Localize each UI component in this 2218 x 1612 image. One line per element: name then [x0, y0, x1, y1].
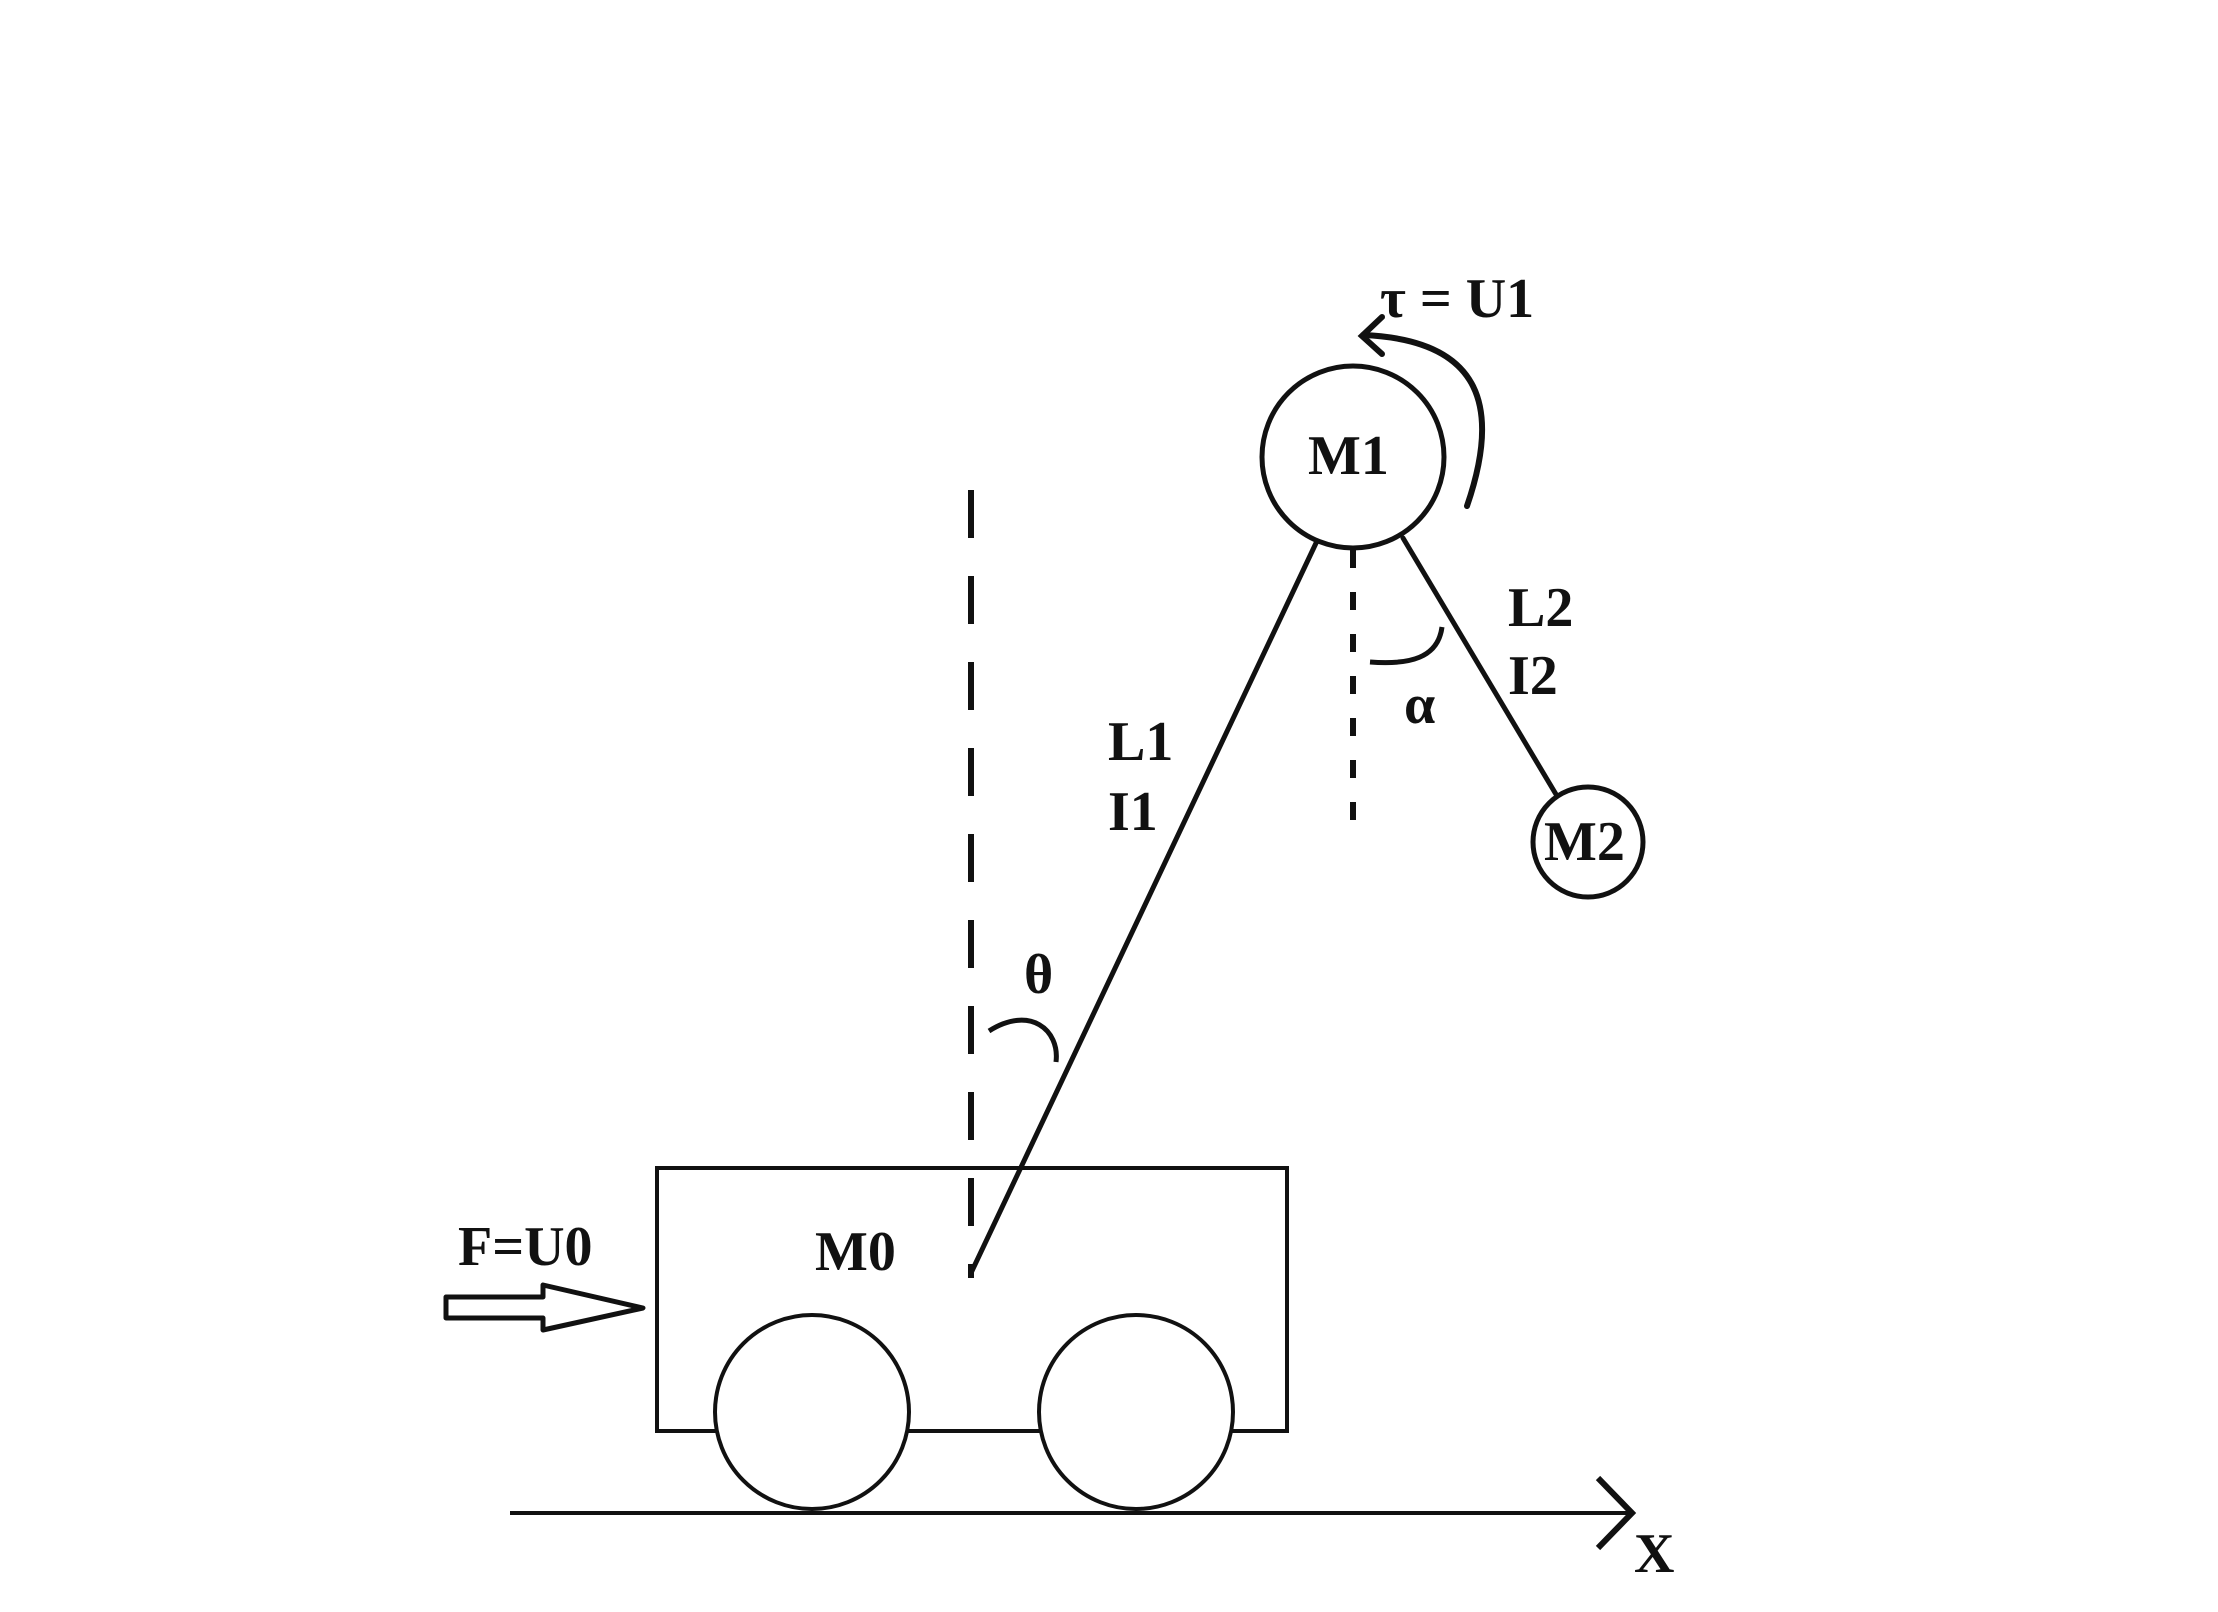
mass-m2	[1530, 784, 1646, 900]
cart-body	[655, 1166, 1289, 1433]
link-2-length-label: L2	[1508, 577, 1573, 639]
mass-m1	[1259, 363, 1447, 551]
theta-label: θ	[1024, 944, 1053, 1006]
torque-arrowhead	[1357, 314, 1385, 357]
mass-m1-label: M1	[1308, 425, 1389, 487]
alpha-label: α	[1404, 674, 1435, 736]
link-1	[968, 538, 1320, 1276]
theta-angle-arc	[987, 1017, 1059, 1063]
x-axis-label: X	[1634, 1523, 1674, 1585]
link-1-inertia-label: I1	[1108, 781, 1158, 843]
force-label: F=U0	[458, 1216, 593, 1278]
link-1-length-label: L1	[1108, 711, 1173, 773]
link-2	[1400, 535, 1560, 799]
mass-m2-label: M2	[1544, 811, 1625, 873]
x-axis-arrowhead	[1595, 1475, 1637, 1551]
alpha-angle-arc	[1369, 626, 1445, 666]
force-arrow	[443, 1282, 646, 1333]
cart-left-wheel	[713, 1313, 911, 1511]
cart-right-wheel	[1037, 1313, 1235, 1511]
torque-arrow-curve	[1360, 332, 1486, 509]
link-2-inertia-label: I2	[1508, 645, 1558, 707]
torque-label: τ = U1	[1380, 268, 1534, 330]
cart-mass-label: M0	[815, 1221, 896, 1283]
